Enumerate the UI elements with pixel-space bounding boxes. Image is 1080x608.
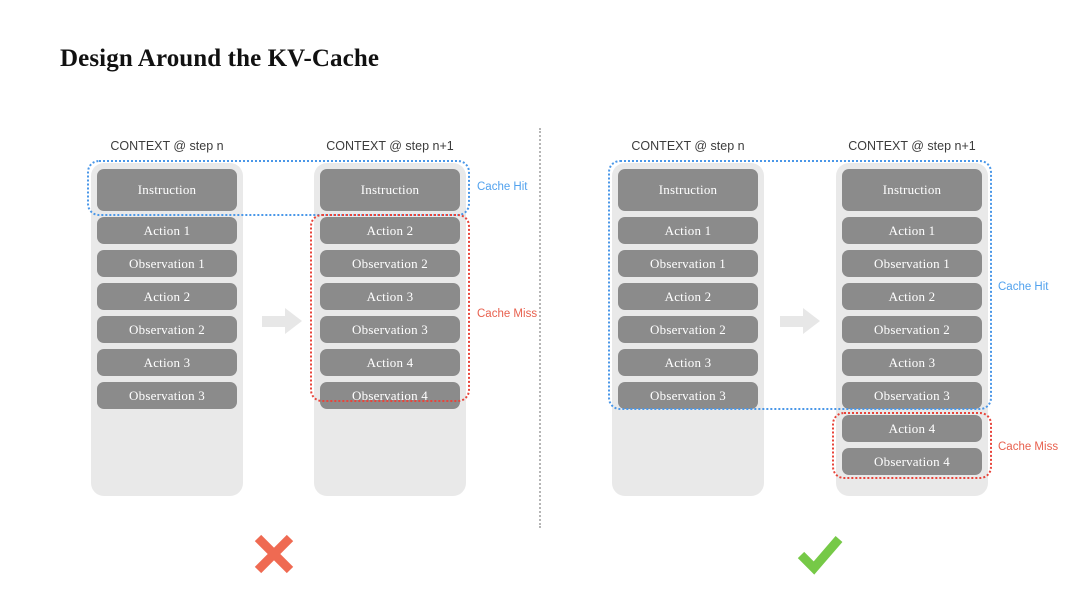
context-item-action-4[interactable]: Action 4 bbox=[842, 415, 982, 442]
context-item-observation-2[interactable]: Observation 2 bbox=[97, 316, 237, 343]
context-item-action-2[interactable]: Action 2 bbox=[618, 283, 758, 310]
context-box-stack: Instruction Action 1 Observation 1 Actio… bbox=[91, 163, 243, 415]
column-header: CONTEXT @ step n+1 bbox=[848, 139, 976, 153]
context-item-action-1[interactable]: Action 1 bbox=[97, 217, 237, 244]
context-item-observation-2[interactable]: Observation 2 bbox=[842, 316, 982, 343]
transition-arrow-icon bbox=[780, 308, 820, 334]
context-item-action-3[interactable]: Action 3 bbox=[320, 283, 460, 310]
context-item-observation-2[interactable]: Observation 2 bbox=[618, 316, 758, 343]
context-item-action-2[interactable]: Action 2 bbox=[320, 217, 460, 244]
context-item-observation-3[interactable]: Observation 3 bbox=[320, 316, 460, 343]
context-item-action-3[interactable]: Action 3 bbox=[842, 349, 982, 376]
context-item-observation-1[interactable]: Observation 1 bbox=[97, 250, 237, 277]
context-item-observation-3[interactable]: Observation 3 bbox=[97, 382, 237, 409]
context-item-observation-4[interactable]: Observation 4 bbox=[320, 382, 460, 409]
check-icon bbox=[790, 524, 850, 584]
column-header: CONTEXT @ step n+1 bbox=[326, 139, 454, 153]
context-item-action-1[interactable]: Action 1 bbox=[618, 217, 758, 244]
cache-miss-label: Cache Miss bbox=[998, 441, 1059, 453]
context-item-action-3[interactable]: Action 3 bbox=[618, 349, 758, 376]
context-box-stack: Instruction Action 1 Observation 1 Actio… bbox=[836, 163, 988, 481]
context-box-stack: Instruction Action 2 Observation 2 Actio… bbox=[314, 163, 466, 415]
column-header: CONTEXT @ step n bbox=[631, 139, 745, 153]
cache-hit-label: Cache Hit bbox=[998, 281, 1049, 293]
cache-miss-label: Cache Miss bbox=[477, 308, 538, 320]
diagram-good-example: CONTEXT @ step n Instruction Action 1 Ob… bbox=[540, 0, 1080, 608]
context-item-observation-3[interactable]: Observation 3 bbox=[842, 382, 982, 409]
context-item-action-2[interactable]: Action 2 bbox=[842, 283, 982, 310]
page-title: Design Around the KV-Cache bbox=[60, 45, 380, 72]
context-item-observation-1[interactable]: Observation 1 bbox=[618, 250, 758, 277]
context-item-instruction[interactable]: Instruction bbox=[842, 169, 982, 211]
cross-icon bbox=[244, 524, 304, 584]
context-item-action-2[interactable]: Action 2 bbox=[97, 283, 237, 310]
column-header: CONTEXT @ step n bbox=[110, 139, 224, 153]
context-item-action-4[interactable]: Action 4 bbox=[320, 349, 460, 376]
context-item-observation-2[interactable]: Observation 2 bbox=[320, 250, 460, 277]
diagram-bad-example: CONTEXT @ step n Instruction Action 1 Ob… bbox=[87, 139, 538, 584]
context-item-observation-1[interactable]: Observation 1 bbox=[842, 250, 982, 277]
context-item-action-1[interactable]: Action 1 bbox=[842, 217, 982, 244]
context-item-observation-4[interactable]: Observation 4 bbox=[842, 448, 982, 475]
center-divider bbox=[539, 128, 541, 528]
context-box-stack: Instruction Action 1 Observation 1 Actio… bbox=[612, 163, 764, 415]
context-item-observation-3[interactable]: Observation 3 bbox=[618, 382, 758, 409]
context-item-action-3[interactable]: Action 3 bbox=[97, 349, 237, 376]
cache-hit-label: Cache Hit bbox=[477, 181, 528, 193]
context-item-instruction[interactable]: Instruction bbox=[618, 169, 758, 211]
context-item-instruction[interactable]: Instruction bbox=[320, 169, 460, 211]
context-item-instruction[interactable]: Instruction bbox=[97, 169, 237, 211]
transition-arrow-icon bbox=[262, 308, 302, 334]
